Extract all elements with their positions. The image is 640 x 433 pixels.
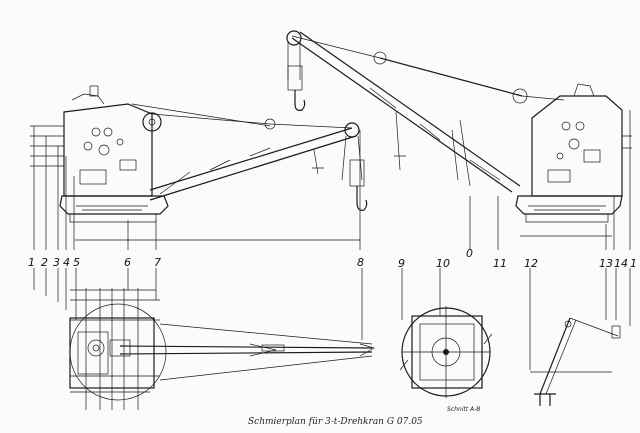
left-lever (312, 149, 324, 175)
right-lever (394, 111, 406, 171)
callout-11: 11 (493, 257, 507, 270)
right-gauge-4 (556, 152, 564, 160)
right-cab-top (573, 83, 595, 97)
right-tip-sheave (286, 30, 302, 46)
callout-9: 9 (398, 257, 405, 270)
plan-platform (69, 317, 155, 389)
right-tensioner (379, 57, 523, 97)
left-base (59, 195, 169, 215)
right-ring (525, 214, 609, 223)
callout-6: 6 (124, 256, 131, 269)
plan-machinery (77, 331, 109, 375)
right-box-a (583, 149, 601, 163)
left-gauge-4 (98, 144, 110, 156)
right-backstay (291, 35, 565, 101)
callout-13: 13 (599, 257, 613, 270)
right-struts (451, 119, 471, 187)
left-drum (142, 112, 162, 132)
left-housing (63, 103, 153, 197)
right-ring-detail (528, 205, 606, 211)
callout-8: 8 (357, 256, 364, 269)
right-base (515, 195, 623, 215)
callout-0: 0 (466, 247, 473, 260)
leader-lines (30, 110, 632, 250)
detail-foot (534, 393, 556, 406)
left-backstay (151, 113, 353, 129)
plan-boom (119, 345, 373, 355)
plan-boom-box (261, 344, 285, 352)
plan-boom-detail (249, 343, 277, 357)
section-label: Schnitt A-B (447, 406, 481, 413)
plan-view (69, 303, 375, 401)
right-gauge-1 (561, 121, 571, 131)
left-gauge-5 (116, 138, 124, 146)
right-crane-elevation (286, 30, 623, 223)
detail-end-block (611, 325, 621, 339)
callout-5: 5 (73, 256, 80, 269)
callout-3: 3 (53, 256, 60, 269)
callout-12: 12 (524, 257, 538, 270)
left-crane-elevation (59, 85, 368, 223)
right-box-b (547, 169, 571, 183)
right-hoist-ropes (287, 42, 301, 80)
left-hoist-ropes (341, 135, 363, 181)
plan-gearbox (109, 339, 131, 357)
drawing-caption: Schmierplan für 3-t-Drehkran G 07.05 (248, 417, 423, 427)
detail-strut-2 (545, 319, 577, 395)
left-drum-hub (148, 118, 156, 126)
left-cab-top (71, 93, 105, 105)
callout-2: 2 (41, 256, 48, 269)
left-tip-sheave (344, 122, 360, 138)
detail-strut (539, 317, 571, 395)
plan-boom-tip (359, 343, 375, 357)
right-housing (531, 95, 623, 197)
callout-10: 10 (436, 257, 450, 270)
left-box-a (119, 159, 137, 171)
section-view (399, 306, 493, 398)
right-gauge-2 (575, 121, 585, 131)
detail-pin (564, 320, 572, 328)
left-gauge-1 (91, 127, 101, 137)
callout-extensions (33, 268, 631, 410)
left-box-b (79, 169, 107, 185)
plan-motor (87, 339, 105, 357)
right-hook (294, 90, 306, 111)
right-sheave-b (512, 88, 528, 104)
callout-1-right: 1 (630, 257, 637, 270)
callout-1: 1 (28, 256, 35, 269)
callout-7: 7 (154, 256, 161, 269)
left-hook (356, 186, 368, 211)
right-boom (291, 31, 521, 193)
left-ring (69, 214, 157, 223)
left-vent (89, 85, 99, 97)
left-gauge-3 (83, 141, 93, 151)
left-mid-sheave (264, 118, 276, 130)
right-gauge-3 (568, 138, 580, 150)
left-gauge-2 (103, 127, 113, 137)
left-boom-lacing (159, 147, 271, 195)
plan-stays (159, 323, 373, 381)
detail-tie (569, 317, 619, 337)
right-sheave-a (373, 51, 387, 65)
callout-14: 14 (614, 257, 628, 270)
left-ring-detail (76, 205, 148, 211)
callout-4: 4 (63, 256, 70, 269)
left-hook-block (349, 159, 365, 187)
left-backstay-2 (131, 103, 271, 127)
detail-view (530, 317, 621, 406)
left-boom (149, 127, 357, 201)
right-boom-lacing (369, 87, 501, 181)
